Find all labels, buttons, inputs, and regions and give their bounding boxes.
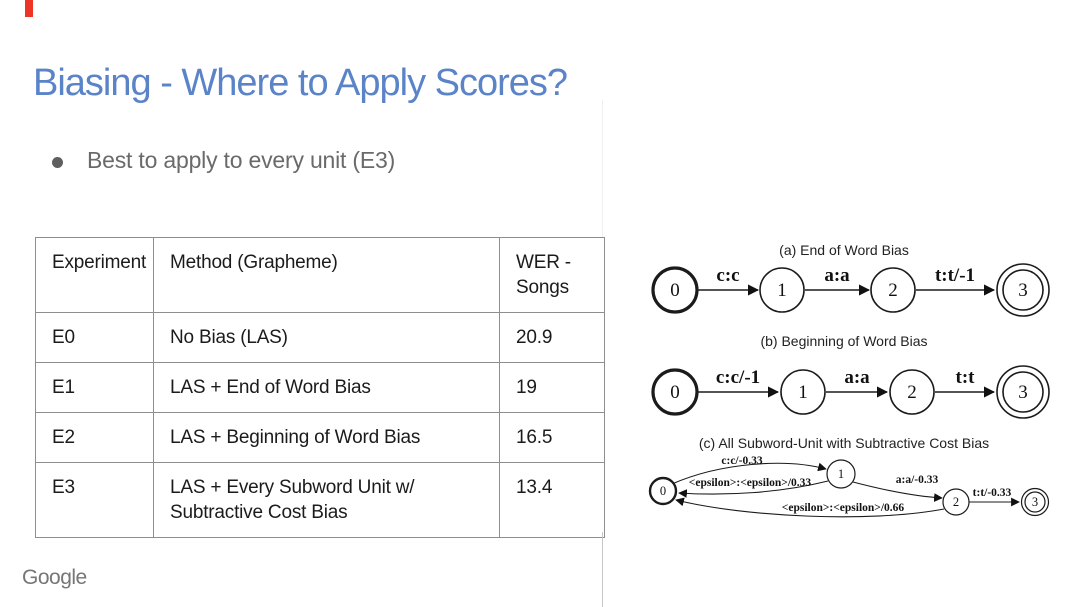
edge-arrow xyxy=(678,480,829,498)
table-cell: 19 xyxy=(499,362,605,413)
fsa-a-caption: (a) End of Word Bias xyxy=(779,242,909,258)
table-cell: 16.5 xyxy=(499,412,605,463)
edge-label: a:a/-0.33 xyxy=(896,474,939,486)
table-cell: LAS + Beginning of Word Bias xyxy=(153,412,500,463)
state-label: 1 xyxy=(798,382,808,403)
state-node xyxy=(780,369,826,415)
red-mark xyxy=(25,0,33,17)
table-cell: E2 xyxy=(35,412,154,463)
state-label: 2 xyxy=(907,382,917,403)
state-label: 2 xyxy=(953,495,959,509)
table-header-row: Experiment Method (Grapheme) WER - Songs xyxy=(35,237,605,313)
edge-label: c:c xyxy=(716,265,739,286)
edge-label: t:t xyxy=(956,367,976,388)
col-header-method: Method (Grapheme) xyxy=(153,237,500,313)
col-header-experiment: Experiment xyxy=(35,237,154,313)
fsa-c-diagram: 0 1 2 3 c:c/-0.33 <epsilon>:<epsilon>/0.… xyxy=(648,455,1050,518)
google-logo: Google xyxy=(22,566,87,589)
fsa-a-diagram: 0 1 2 3 c:c a:a t:t/-1 xyxy=(651,263,1050,317)
state-node-final-inner xyxy=(1024,491,1046,513)
bullet-dot xyxy=(52,156,63,168)
state-node-final-inner xyxy=(1002,371,1044,413)
fsa-b-diagram: 0 1 2 3 c:c/-1 a:a t:t xyxy=(651,365,1050,419)
state-label: 0 xyxy=(660,484,666,498)
fsa-c-caption: (c) All Subword-Unit with Subtractive Co… xyxy=(698,435,990,451)
state-label: 1 xyxy=(838,467,844,481)
table-cell: 20.9 xyxy=(499,312,605,363)
state-node xyxy=(889,369,935,415)
results-table: Experiment Method (Grapheme) WER - Songs… xyxy=(35,237,605,538)
state-label: 0 xyxy=(670,382,680,403)
pane-divider-bottom xyxy=(602,532,603,607)
state-node xyxy=(942,488,970,516)
state-node xyxy=(870,267,916,313)
state-node xyxy=(759,267,805,313)
table-cell: E3 xyxy=(35,462,154,538)
edge-label: <epsilon>:<epsilon>/0.33 xyxy=(689,477,812,489)
edge-arrow xyxy=(671,462,827,485)
edge-arrow xyxy=(852,481,943,502)
table-cell: E1 xyxy=(35,362,154,413)
state-label: 1 xyxy=(777,280,787,301)
table-row-e2: E2 LAS + Beginning of Word Bias 16.5 xyxy=(35,412,605,463)
edge-label: <epsilon>:<epsilon>/0.66 xyxy=(782,502,905,514)
edge-label: t:t/-1 xyxy=(935,265,975,286)
table-cell: 13.4 xyxy=(499,462,605,538)
table-cell: E0 xyxy=(35,312,154,363)
bullet-item: Best to apply to every unit (E3) xyxy=(52,147,395,174)
bullet-text: Best to apply to every unit (E3) xyxy=(87,147,396,173)
edge-label: c:c/-1 xyxy=(716,367,760,388)
state-node-start xyxy=(651,368,699,416)
state-node-start xyxy=(648,476,678,506)
col-header-wer: WER - Songs xyxy=(499,237,605,313)
state-label: 3 xyxy=(1018,280,1028,301)
state-label: 2 xyxy=(888,280,898,301)
edge-label: c:c/-0.33 xyxy=(721,455,762,467)
table-cell: No Bias (LAS) xyxy=(153,312,500,363)
edge-label: a:a xyxy=(844,367,870,388)
pane-divider-top xyxy=(602,100,603,237)
state-label: 3 xyxy=(1018,382,1028,403)
state-node xyxy=(826,459,856,489)
state-node-final-inner xyxy=(1002,269,1044,311)
fsa-b-caption: (b) Beginning of Word Bias xyxy=(760,333,928,349)
table-row-e3: E3 LAS + Every Subword Unit w/ Subtracti… xyxy=(35,462,605,538)
edge-label: a:a xyxy=(824,265,850,286)
edge-arrow xyxy=(675,497,945,518)
table-row-e1: E1 LAS + End of Word Bias 19 xyxy=(35,362,605,413)
table-row-e0: E0 No Bias (LAS) 20.9 xyxy=(35,312,605,363)
state-node-start xyxy=(651,266,699,314)
state-label: 3 xyxy=(1032,495,1038,509)
state-label: 0 xyxy=(670,280,680,301)
table-cell: LAS + Every Subword Unit w/ Subtractive … xyxy=(153,462,500,538)
table-cell: LAS + End of Word Bias xyxy=(153,362,500,413)
slide-title: Biasing - Where to Apply Scores? xyxy=(33,62,568,104)
edge-label: t:t/-0.33 xyxy=(973,487,1012,499)
